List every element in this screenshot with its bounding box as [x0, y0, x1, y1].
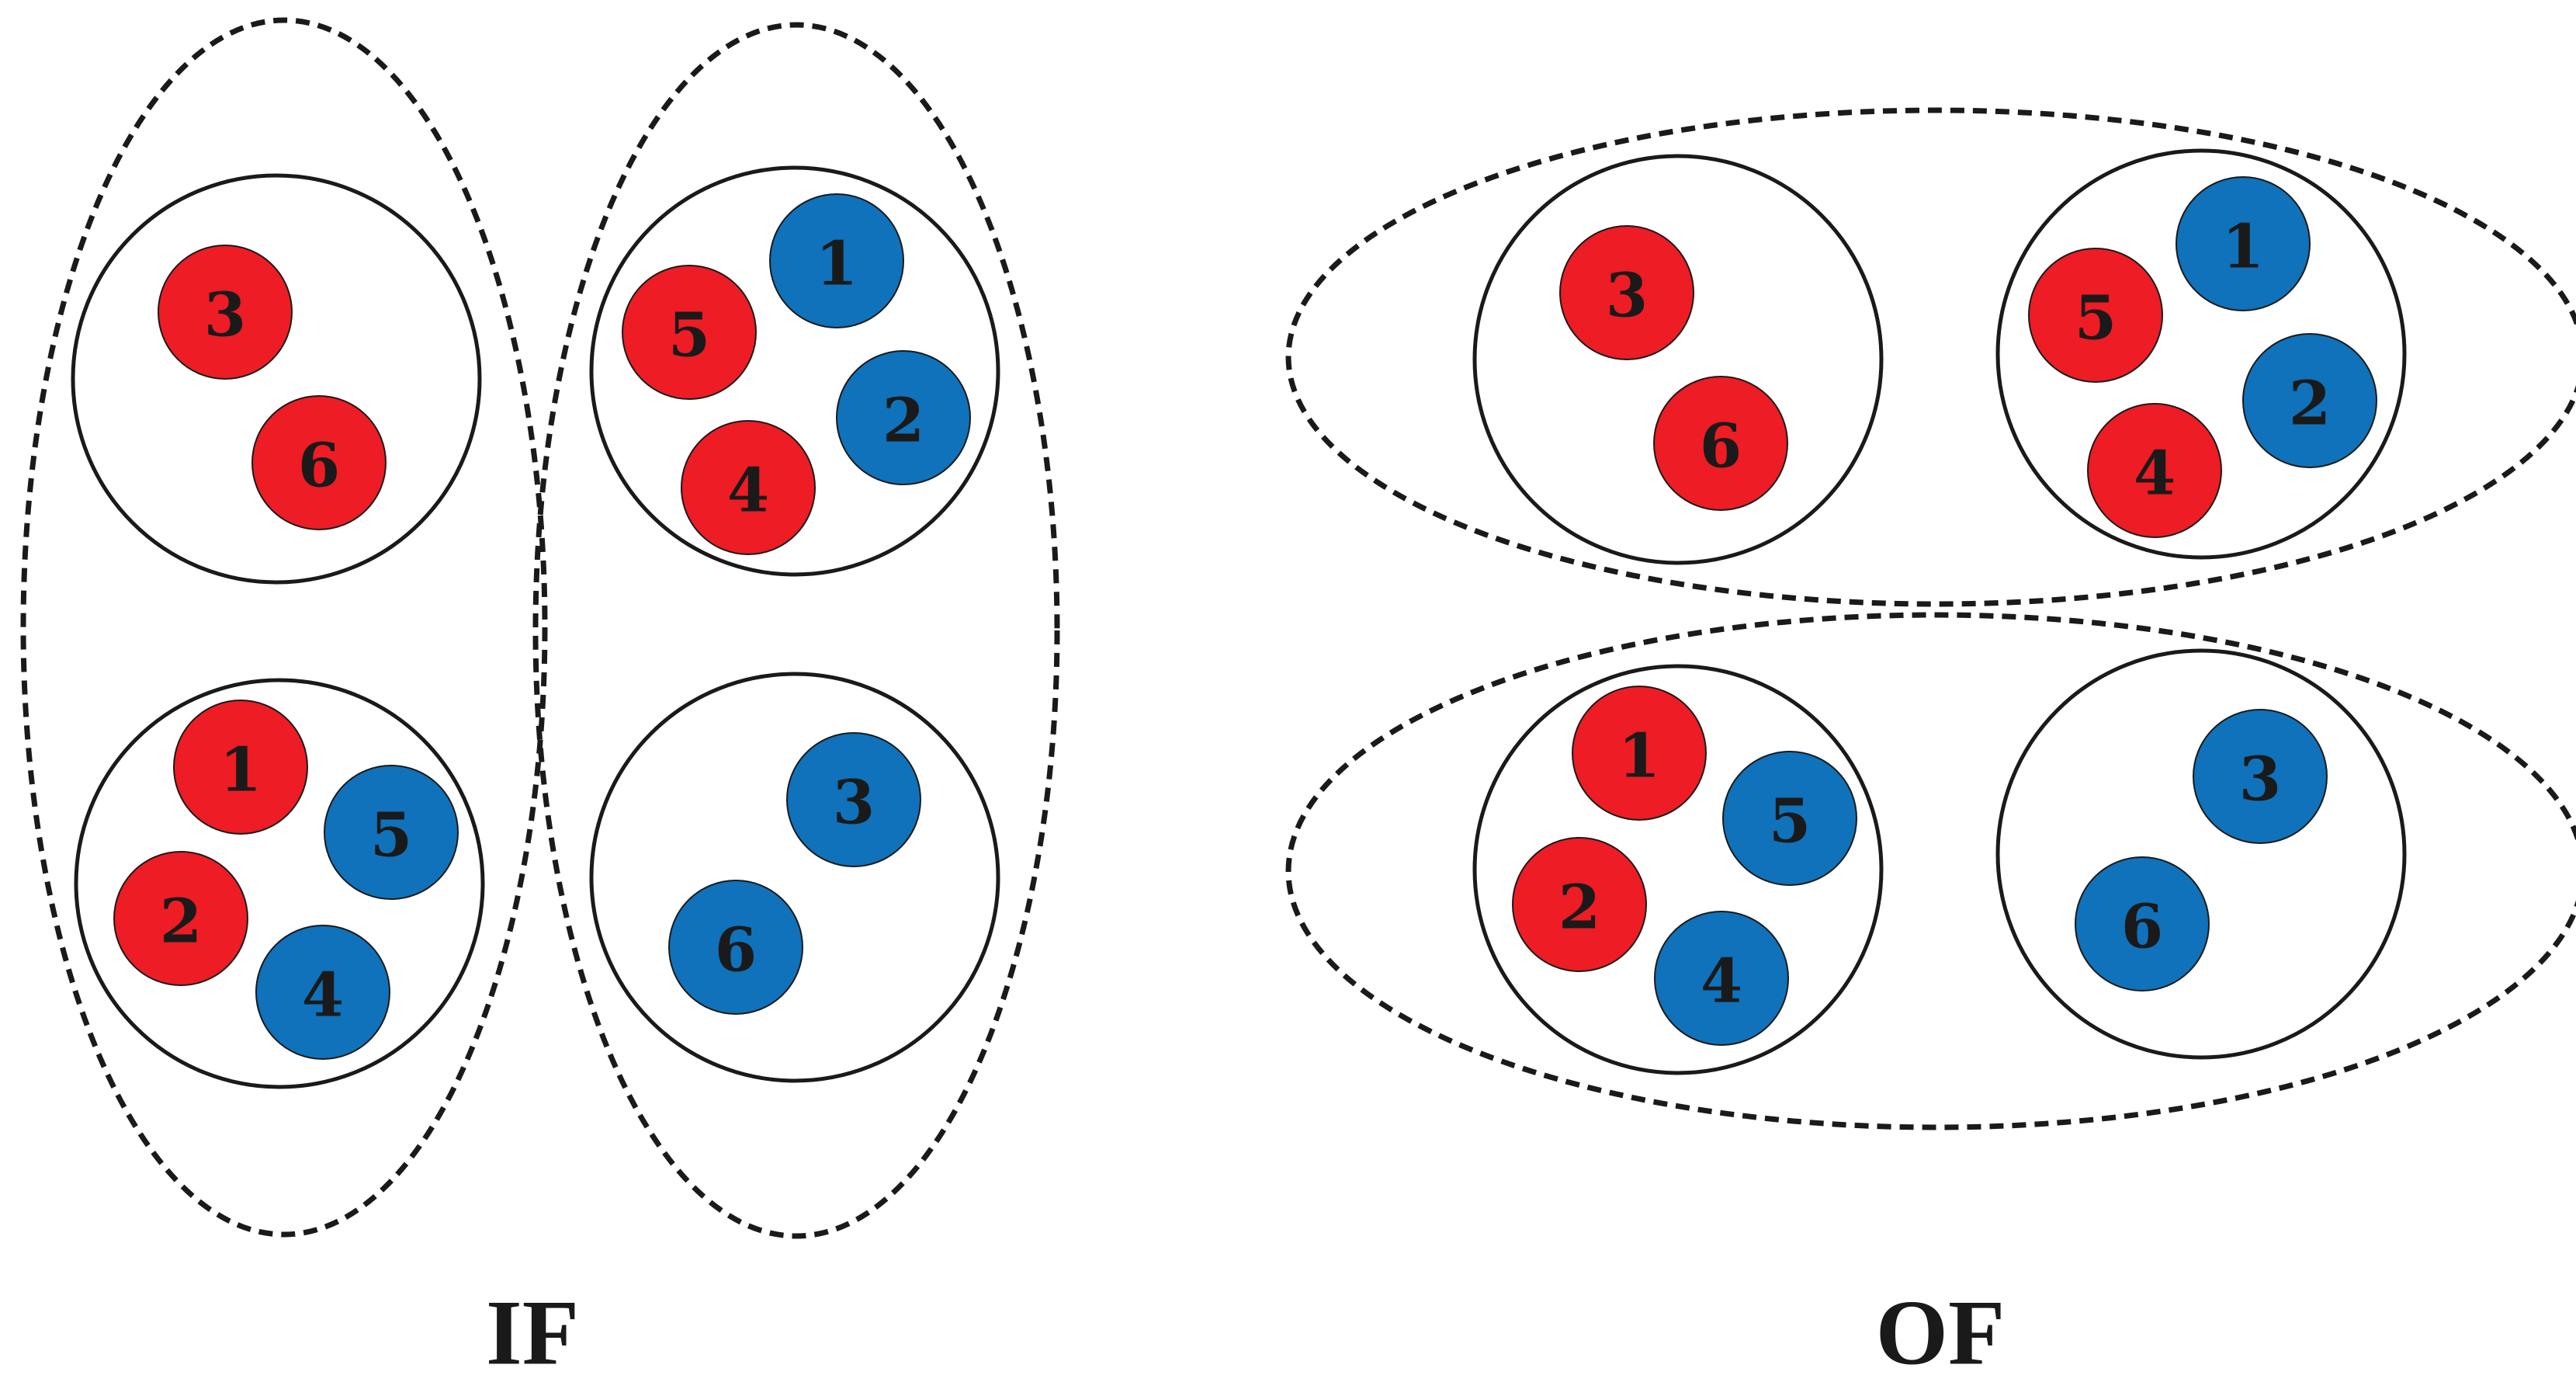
- ball-number: 2: [882, 386, 924, 457]
- ball-circle: [2075, 856, 2210, 991]
- ball-number: 3: [1606, 261, 1648, 332]
- ball-circle: [668, 880, 803, 1015]
- box-outline: [1995, 648, 2407, 1060]
- ball-red-4: 4: [2087, 403, 2222, 538]
- panel-label-if: IF: [486, 1281, 579, 1382]
- panel-labels: IF OF: [486, 1281, 2005, 1382]
- ball-number: 5: [2075, 283, 2117, 354]
- ball-blue-1: 1: [769, 193, 904, 328]
- ball-circle: [173, 700, 308, 835]
- ball-red-5: 5: [2028, 248, 2163, 383]
- ball-circle: [1512, 837, 1647, 972]
- ball-circle: [786, 732, 921, 867]
- ball-circle: [681, 420, 816, 555]
- ball-circle: [1572, 686, 1707, 821]
- panel-label-of: OF: [1876, 1281, 2006, 1382]
- ball-blue-5: 5: [1722, 751, 1857, 886]
- ball-number: 6: [715, 915, 757, 986]
- ball-circle: [836, 350, 971, 485]
- ball-blue-4: 4: [255, 925, 390, 1060]
- ball-circle: [2193, 709, 2328, 844]
- ball-blue-4: 4: [1654, 911, 1789, 1046]
- ball-red-5: 5: [622, 265, 757, 400]
- ball-red-2: 2: [1512, 837, 1647, 972]
- ball-number: 5: [1769, 786, 1811, 857]
- ball-blue-1: 1: [2176, 176, 2311, 311]
- ball-circle: [2087, 403, 2222, 538]
- ball-number: 1: [220, 735, 262, 806]
- ball-circle: [255, 925, 390, 1060]
- ball-circle: [324, 765, 459, 900]
- box-if-1: 36: [71, 173, 482, 585]
- ball-circle: [1722, 751, 1857, 886]
- ball-circle: [251, 395, 387, 530]
- ball-number: 2: [1558, 873, 1600, 943]
- ball-number: 1: [1618, 721, 1660, 792]
- ball-circle: [2176, 176, 2311, 311]
- box-of-4: 36: [1995, 648, 2407, 1060]
- ball-red-3: 3: [158, 245, 293, 380]
- ball-number: 4: [302, 960, 344, 1031]
- box-outline: [589, 672, 1000, 1083]
- ball-blue-2: 2: [2242, 333, 2377, 468]
- ball-red-4: 4: [681, 420, 816, 555]
- ball-number: 1: [2222, 212, 2264, 283]
- ball-circle: [1654, 911, 1789, 1046]
- ball-circle: [1559, 225, 1694, 360]
- box-outline: [1472, 154, 1884, 565]
- ball-red-1: 1: [173, 700, 308, 835]
- ball-circle: [2242, 333, 2377, 468]
- ball-red-6: 6: [251, 395, 387, 530]
- ball-number: 6: [2121, 892, 2163, 963]
- ball-number: 3: [204, 280, 246, 351]
- ball-blue-3: 3: [786, 732, 921, 867]
- box-of-1: 36: [1472, 154, 1884, 565]
- ball-number: 3: [833, 768, 875, 839]
- ball-number: 2: [2289, 369, 2331, 439]
- ball-circle: [113, 851, 248, 986]
- ball-circle: [2028, 248, 2163, 383]
- ball-circle: [622, 265, 757, 400]
- ball-number: 4: [727, 456, 769, 526]
- ball-blue-5: 5: [324, 765, 459, 900]
- ball-red-1: 1: [1572, 686, 1707, 821]
- group-ellipse-of-1: [1285, 107, 2576, 607]
- box-outline: [71, 173, 482, 585]
- ball-number: 2: [160, 887, 202, 957]
- ball-blue-3: 3: [2193, 709, 2328, 844]
- group-ellipse-if-2: [532, 22, 1060, 1239]
- ball-number: 5: [668, 300, 710, 371]
- group-ellipse-if-1: [20, 17, 548, 1238]
- ball-red-6: 6: [1653, 376, 1788, 511]
- ball-number: 1: [816, 229, 858, 300]
- ball-number: 5: [370, 800, 412, 871]
- ball-number: 4: [2134, 439, 2176, 509]
- ball-red-3: 3: [1559, 225, 1694, 360]
- ball-number: 6: [1700, 411, 1742, 482]
- ball-red-2: 2: [113, 851, 248, 986]
- ball-number: 6: [298, 431, 340, 502]
- ball-blue-2: 2: [836, 350, 971, 485]
- ball-circle: [158, 245, 293, 380]
- ball-blue-6: 6: [2075, 856, 2210, 991]
- ball-number: 3: [2239, 745, 2281, 815]
- ball-circle: [769, 193, 904, 328]
- ball-number: 4: [1701, 946, 1742, 1017]
- box-if-4: 36: [589, 672, 1000, 1083]
- group-ellipses: [20, 17, 2576, 1239]
- group-ellipse-of-2: [1285, 612, 2576, 1130]
- ball-blue-6: 6: [668, 880, 803, 1015]
- ball-circle: [1653, 376, 1788, 511]
